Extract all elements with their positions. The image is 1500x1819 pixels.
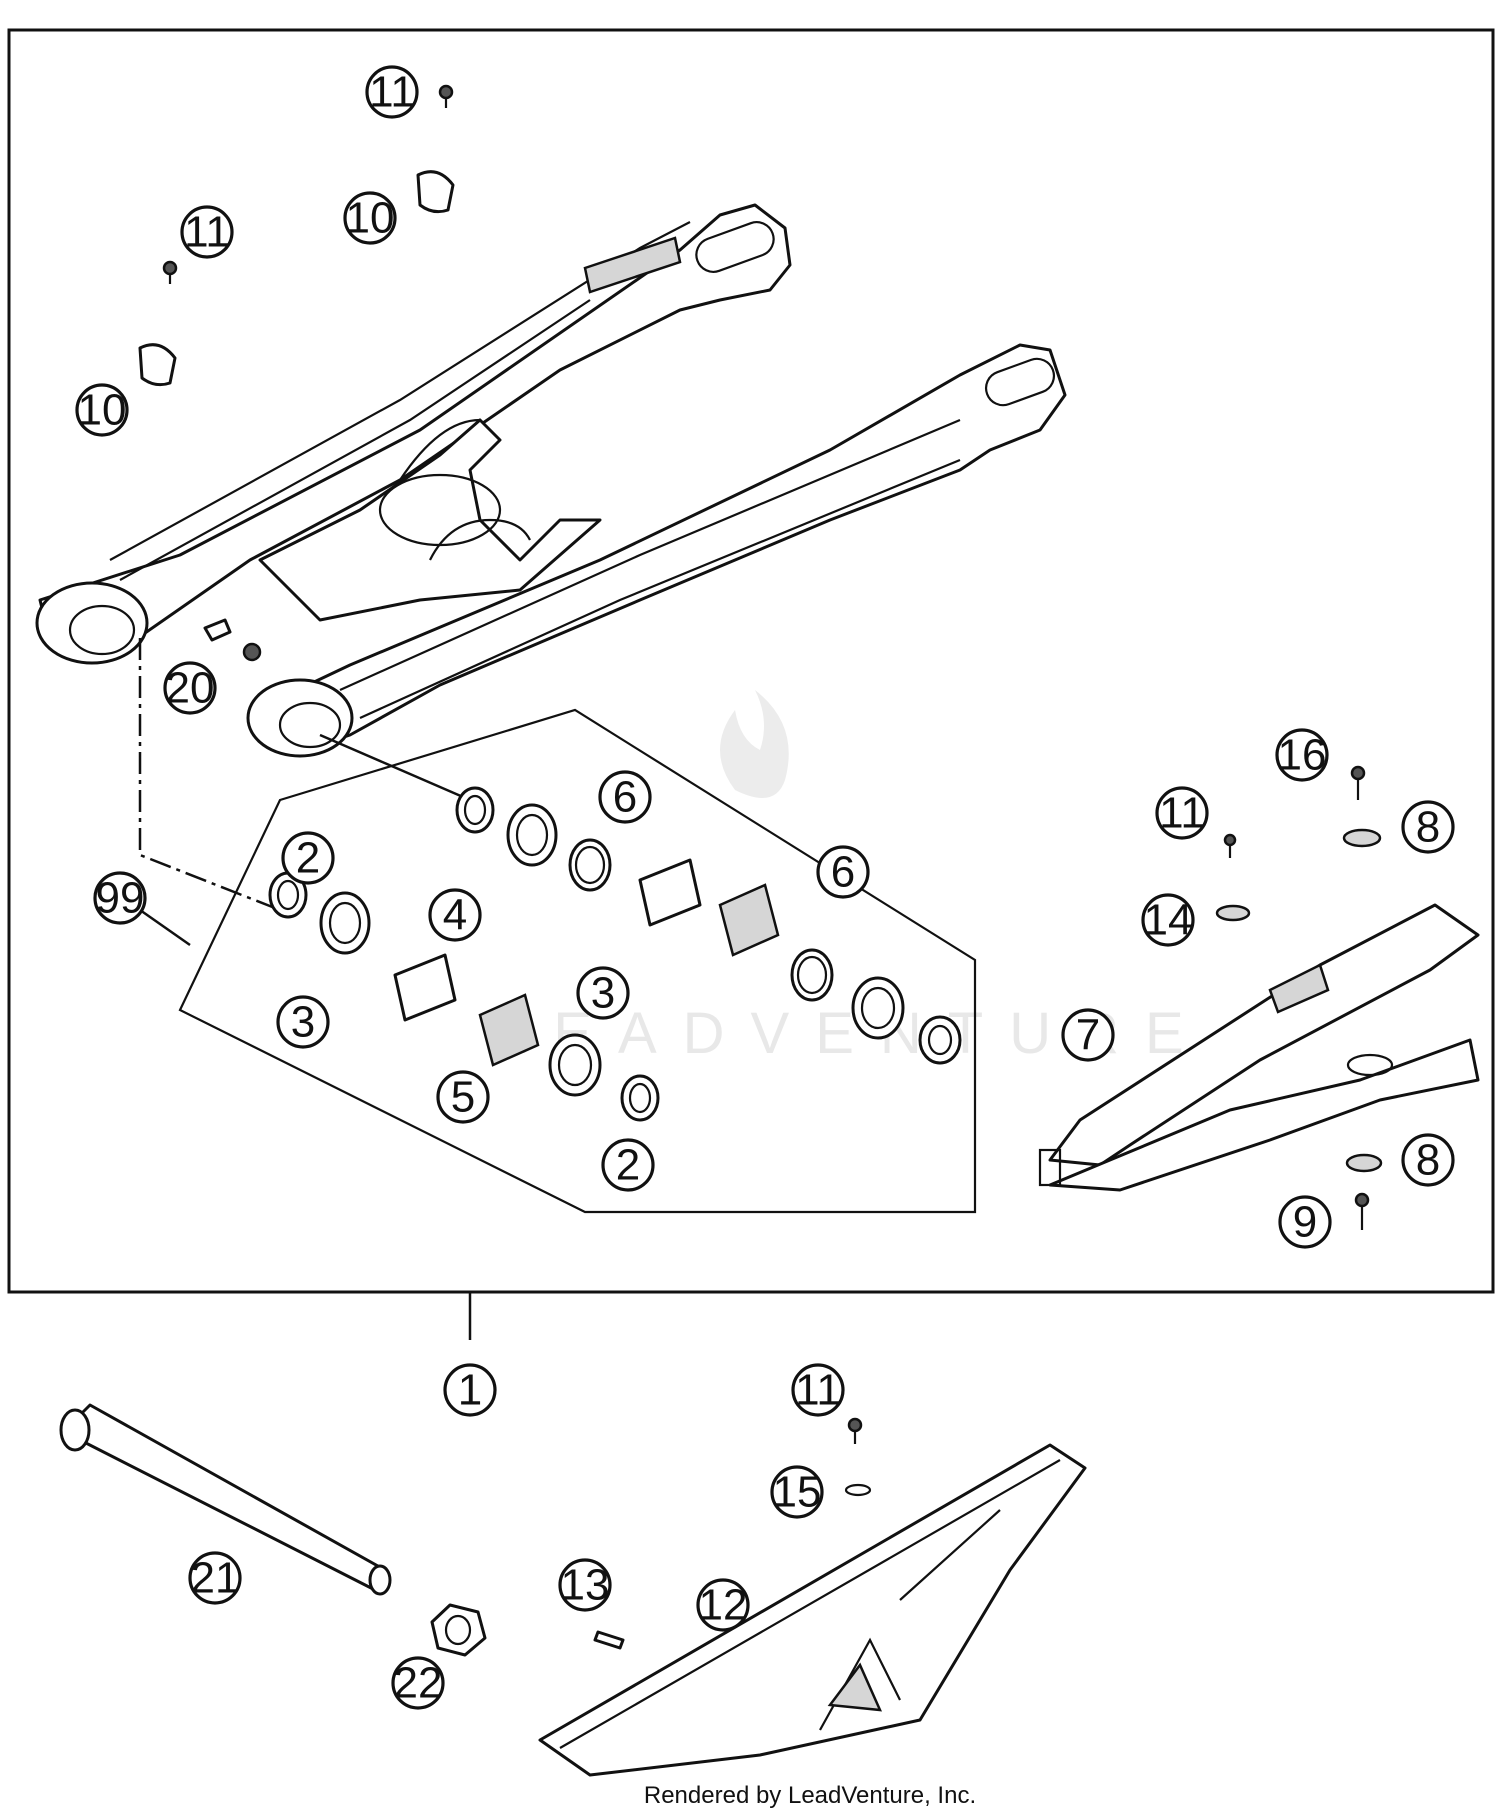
svg-text:13: 13 [561,1561,610,1610]
callout-9: 9 [1278,1195,1332,1249]
bolt-11-left [162,260,178,284]
credit-line: Rendered by LeadVenture, Inc. [0,1782,1500,1810]
screws-20 [203,618,262,662]
svg-text:99: 99 [96,874,145,923]
svg-text:2: 2 [296,834,320,883]
svg-text:12: 12 [699,1581,748,1630]
svg-text:22: 22 [394,1659,443,1708]
callout-15: 15 [770,1465,824,1519]
pivot-axle-drawing [59,1403,392,1596]
svg-text:2: 2 [616,1141,640,1190]
svg-text:10: 10 [346,194,395,243]
callout-10: 10 [75,383,129,437]
svg-text:6: 6 [613,773,637,822]
callout-3: 3 [276,995,330,1049]
callout-22: 22 [391,1656,445,1710]
callout-10: 10 [343,191,397,245]
svg-text:14: 14 [1144,896,1193,945]
svg-text:10: 10 [78,386,127,435]
svg-text:4: 4 [443,891,467,940]
svg-text:6: 6 [831,848,855,897]
callout-14: 14 [1141,893,1195,947]
callout-1: 1 [443,1363,497,1417]
callout-16: 16 [1275,728,1329,782]
svg-text:8: 8 [1416,1136,1440,1185]
svg-text:1: 1 [458,1366,482,1415]
assembly-frame [7,28,1495,1294]
svg-text:11: 11 [1159,789,1205,838]
bolt-11-top [438,84,454,108]
callout-11: 11 [180,205,234,259]
svg-text:5: 5 [451,1073,475,1122]
callout-8: 8 [1401,800,1455,854]
svg-text:11: 11 [795,1366,841,1415]
callout-99: 99 [93,871,147,925]
slider-fasteners [1215,765,1383,1230]
svg-text:11: 11 [184,208,230,257]
bearing-kit-parts [268,786,962,1122]
callout-20: 20 [163,661,217,715]
callout-6: 6 [816,845,870,899]
callout-11: 11 [365,65,419,119]
guide-fasteners [593,1417,872,1650]
svg-text:3: 3 [291,998,315,1047]
svg-text:7: 7 [1076,1011,1100,1060]
svg-text:9: 9 [1293,1198,1317,1247]
svg-text:3: 3 [591,969,615,1018]
callout-7: 7 [1061,1008,1115,1062]
callout-11: 11 [1155,786,1209,840]
callout-8: 8 [1401,1133,1455,1187]
svg-text:20: 20 [166,664,215,713]
svg-text:15: 15 [773,1468,822,1517]
clip-10-left [138,343,177,387]
callout-13: 13 [558,1558,612,1612]
callout-6: 6 [598,770,652,824]
svg-text:21: 21 [191,1554,240,1603]
callout-2: 2 [601,1138,655,1192]
pivot-nut-drawing [430,1603,487,1657]
callout-12: 12 [696,1578,750,1632]
callout-2: 2 [281,831,335,885]
svg-text:16: 16 [1278,731,1327,780]
callout-4: 4 [428,888,482,942]
callout-3: 3 [576,966,630,1020]
chain-guide-drawing [538,1443,1087,1777]
callout-11: 11 [791,1363,845,1417]
svg-text:11: 11 [369,68,415,117]
svg-text:8: 8 [1416,803,1440,852]
swingarm-drawing [35,203,1067,912]
callout-21: 21 [188,1551,242,1605]
callout-5: 5 [436,1070,490,1124]
credit-text: Rendered by LeadVenture, Inc. [643,1782,977,1809]
clip-10-top [416,170,455,214]
chain-slider-drawing [1038,903,1480,1192]
bearing-kit-outline [139,708,977,1214]
